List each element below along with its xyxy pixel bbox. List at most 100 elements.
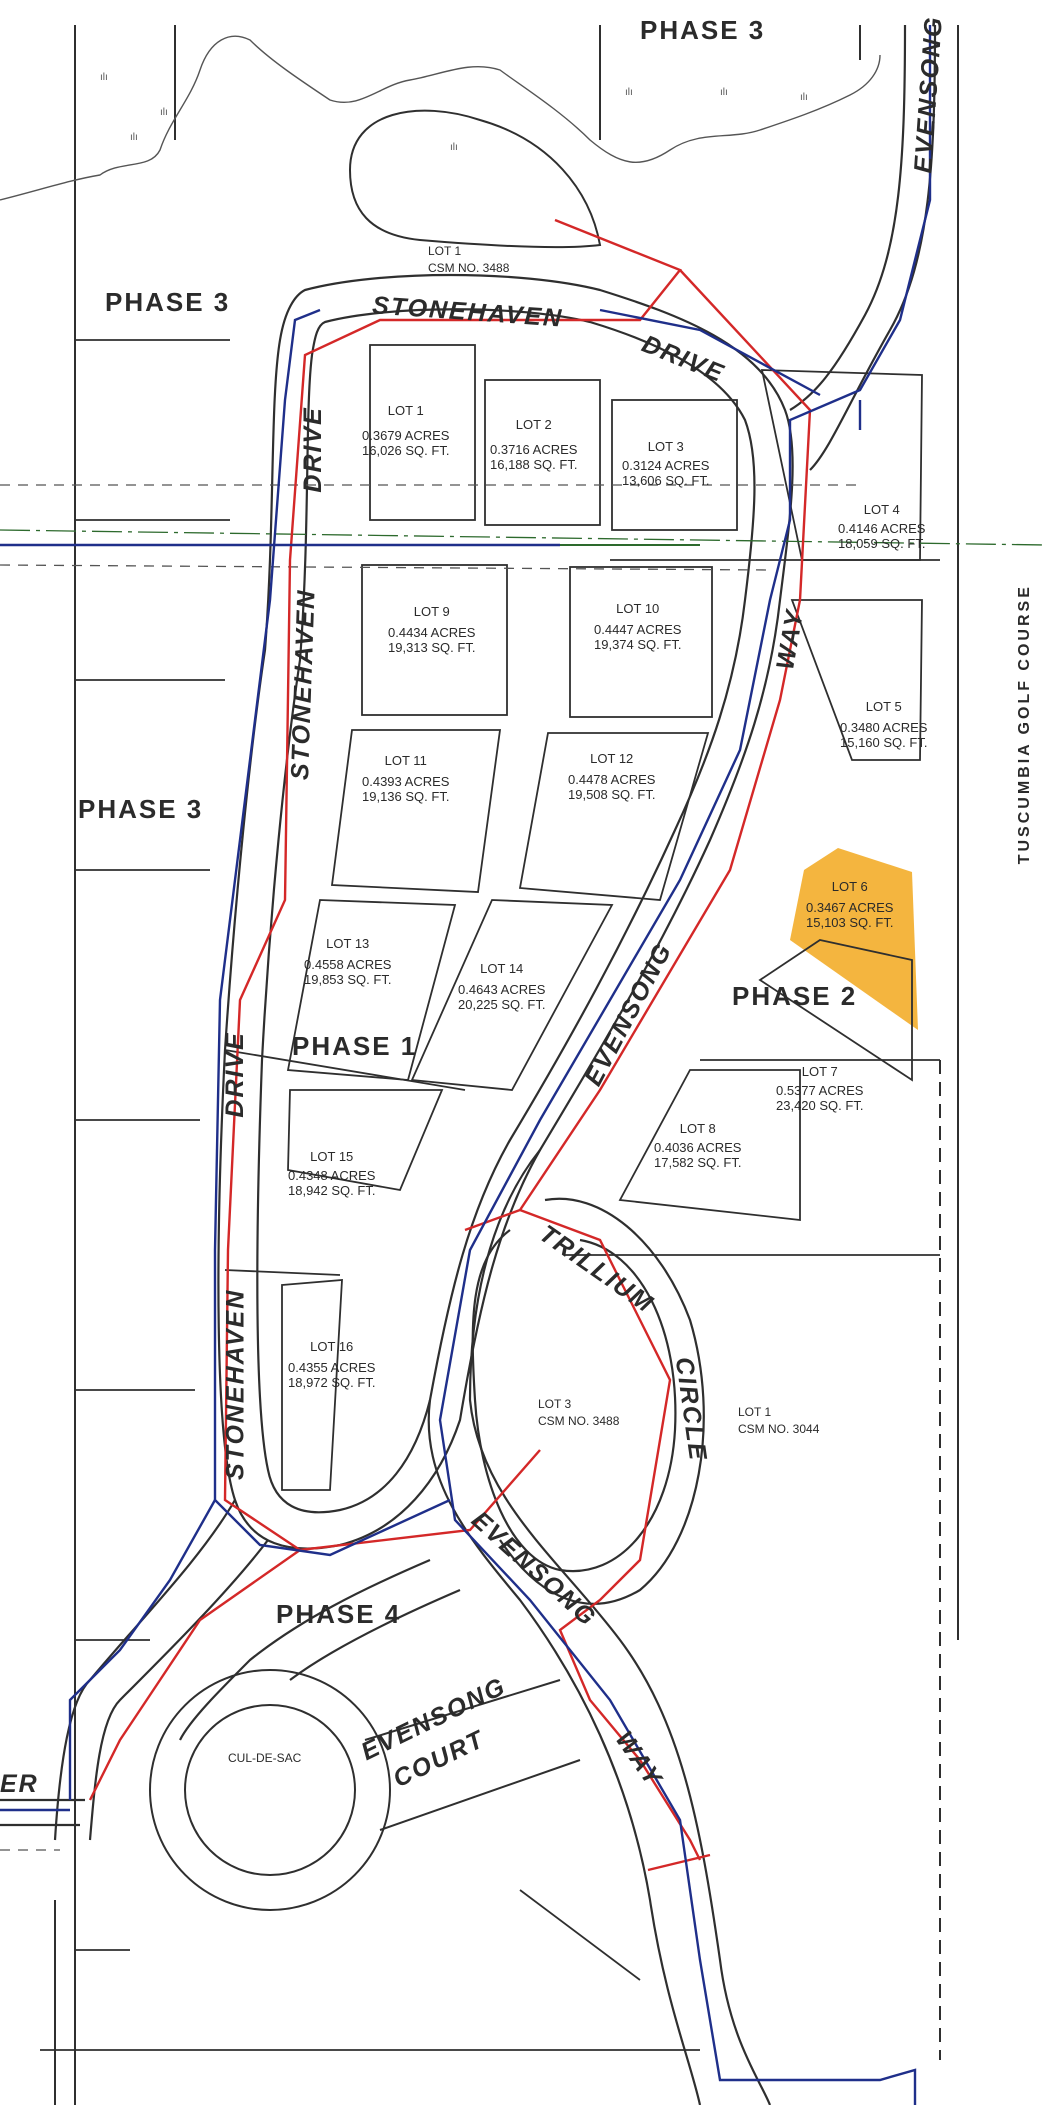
lot-3-label: LOT 3 0.3124 ACRES 13,606 SQ. FT. — [622, 439, 710, 489]
lot-14-label: LOT 14 0.4643 ACRES 20,225 SQ. FT. — [458, 961, 546, 1013]
lot-3-sqft: 13,606 SQ. FT. — [622, 472, 710, 488]
lot-11-name: LOT 11 — [384, 753, 427, 768]
svg-text:ılı: ılı — [720, 87, 728, 98]
lot-4-acres: 0.4146 ACRES — [838, 520, 926, 536]
lot-16-sqft: 18,972 SQ. FT. — [288, 1374, 376, 1390]
lot-14-sqft: 20,225 SQ. FT. — [458, 996, 546, 1012]
lot-1-sqft: 16,026 SQ. FT. — [362, 442, 450, 458]
lot-5-label: LOT 5 0.3480 ACRES 15,160 SQ. FT. — [840, 699, 928, 751]
lot-15-sqft: 18,942 SQ. FT. — [288, 1182, 376, 1198]
drive-left-lower-label: DRIVE — [220, 1031, 249, 1118]
lot-6-acres: 0.3467 ACRES — [806, 899, 894, 915]
phase-2-label: PHASE 2 — [732, 981, 858, 1011]
svg-text:ılı: ılı — [450, 142, 458, 153]
lot-11-label: LOT 11 0.4393 ACRES 19,136 SQ. FT. — [362, 753, 450, 805]
lot-13-name: LOT 13 — [326, 936, 370, 951]
blue-utility-line — [0, 25, 932, 2105]
lot-8-sqft: 17,582 SQ. FT. — [654, 1154, 742, 1170]
top-oval — [348, 109, 602, 249]
lot-16-name: LOT 16 — [310, 1339, 354, 1354]
lot-9-acres: 0.4434 ACRES — [388, 624, 476, 640]
section-lines — [0, 484, 1045, 1851]
lot-8-label: LOT 8 0.4036 ACRES 17,582 SQ. FT. — [654, 1121, 742, 1171]
lot-15-name: LOT 15 — [310, 1149, 354, 1164]
lot-3-name: LOT 3 — [647, 439, 684, 454]
tree-symbols: ılı ılı ılı ılı ılı ılı ılı — [100, 72, 808, 153]
trillium-circle-road — [471, 1197, 705, 1605]
lot-12-label: LOT 12 0.4478 ACRES 19,508 SQ. FT. — [568, 751, 656, 803]
lot-2-acres: 0.3716 ACRES — [490, 441, 578, 457]
lot-1-name: LOT 1 — [387, 403, 424, 418]
evensong-north-road — [789, 24, 937, 471]
lot-2-label: LOT 2 0.3716 ACRES 16,188 SQ. FT. — [490, 417, 578, 473]
boundary-lines — [54, 25, 959, 2105]
lot-10-label: LOT 10 0.4447 ACRES 19,374 SQ. FT. — [594, 601, 682, 653]
lot-12-name: LOT 12 — [590, 751, 634, 766]
golf-course-label: TUSCUMBIA GOLF COURSE — [1015, 584, 1033, 865]
phase-1-label: PHASE 1 — [292, 1031, 418, 1061]
svg-text:ılı: ılı — [800, 92, 808, 103]
lot-12-acres: 0.4478 ACRES — [568, 771, 656, 787]
lot-10-acres: 0.4447 ACRES — [594, 621, 682, 637]
lot-12-sqft: 19,508 SQ. FT. — [568, 786, 656, 802]
lot-7-label: LOT 7 0.5377 ACRES 23,420 SQ. FT. — [776, 1064, 864, 1114]
lot-9-label: LOT 9 0.4434 ACRES 19,313 SQ. FT. — [388, 604, 476, 656]
er-fragment-label: ER — [0, 1770, 39, 1798]
lot-15-acres: 0.4348 ACRES — [288, 1167, 376, 1183]
lot-6-name: LOT 6 — [831, 879, 868, 894]
lot-7-sqft: 23,420 SQ. FT. — [776, 1097, 864, 1113]
phase-3-mid-left-label: PHASE 3 — [78, 794, 204, 824]
lot-2-name: LOT 2 — [515, 417, 552, 432]
svg-text:ılı: ılı — [160, 107, 168, 118]
csm-lot3-label: LOT 3 — [538, 1397, 572, 1411]
lot-11-sqft: 19,136 SQ. FT. — [362, 788, 450, 804]
lot-16-label: LOT 16 0.4355 ACRES 18,972 SQ. FT. — [288, 1339, 376, 1391]
lot-5-acres: 0.3480 ACRES — [840, 719, 928, 735]
lot-7-name: LOT 7 — [801, 1064, 838, 1079]
evensong-way-lower-road — [427, 1149, 772, 2105]
lot-13-sqft: 19,853 SQ. FT. — [304, 971, 392, 987]
tree-line — [0, 35, 881, 201]
lot-13-acres: 0.4558 ACRES — [304, 956, 392, 972]
lot-6-label: LOT 6 0.3467 ACRES 15,103 SQ. FT. — [806, 879, 894, 931]
csm-top-lot-label: LOT 1 — [428, 244, 462, 258]
lot-14-name: LOT 14 — [480, 961, 524, 976]
lot-16-acres: 0.4355 ACRES — [288, 1359, 376, 1375]
lot-9-name: LOT 9 — [413, 604, 450, 619]
phase-3-upper-left-label: PHASE 3 — [105, 287, 231, 317]
lot-14-acres: 0.4643 ACRES — [458, 981, 546, 997]
drive-left-upper-label: DRIVE — [298, 406, 327, 493]
lot-lines — [40, 339, 940, 2051]
lot-6-sqft: 15,103 SQ. FT. — [806, 914, 894, 930]
lot-1-acres: 0.3679 ACRES — [362, 427, 450, 443]
phase-3-top-label: PHASE 3 — [640, 15, 766, 45]
lot-10-name: LOT 10 — [616, 601, 660, 616]
lot-8-acres: 0.4036 ACRES — [654, 1139, 742, 1155]
svg-text:ılı: ılı — [130, 132, 138, 143]
csm-right-lot-label: LOT 1 — [738, 1405, 772, 1419]
lot-4-name: LOT 4 — [863, 502, 900, 517]
stonehaven-left-lower-label: STONEHAVEN — [221, 1288, 250, 1481]
csm-right-number-label: CSM NO. 3044 — [738, 1422, 820, 1436]
lot-9-sqft: 19,313 SQ. FT. — [388, 639, 476, 655]
lot-6-highlight — [790, 848, 918, 1030]
lot-13-label: LOT 13 0.4558 ACRES 19,853 SQ. FT. — [304, 936, 392, 988]
lot-5-sqft: 15,160 SQ. FT. — [840, 734, 928, 750]
csm-top-number-label: CSM NO. 3488 — [428, 261, 510, 275]
lot-10-sqft: 19,374 SQ. FT. — [594, 636, 682, 652]
lot-7-acres: 0.5377 ACRES — [776, 1082, 864, 1098]
lot-3-acres: 0.3124 ACRES — [622, 457, 710, 473]
cul-de-sac-label: CUL-DE-SAC — [228, 1751, 302, 1765]
lot-8-name: LOT 8 — [679, 1121, 716, 1136]
lot-5-name: LOT 5 — [865, 699, 902, 714]
phase-4-label: PHASE 4 — [276, 1599, 402, 1629]
svg-text:ılı: ılı — [625, 87, 633, 98]
lot-15-label: LOT 15 0.4348 ACRES 18,942 SQ. FT. — [288, 1149, 376, 1199]
cul-de-sac-shape — [149, 1669, 581, 1911]
lot-1-label: LOT 1 0.3679 ACRES 16,026 SQ. FT. — [362, 403, 450, 459]
csm-lot3-number-label: CSM NO. 3488 — [538, 1414, 620, 1428]
lot-2-sqft: 16,188 SQ. FT. — [490, 456, 578, 472]
svg-text:ılı: ılı — [100, 72, 108, 83]
lot-4-label: LOT 4 0.4146 ACRES 18,059 SQ. FT. — [838, 502, 926, 552]
